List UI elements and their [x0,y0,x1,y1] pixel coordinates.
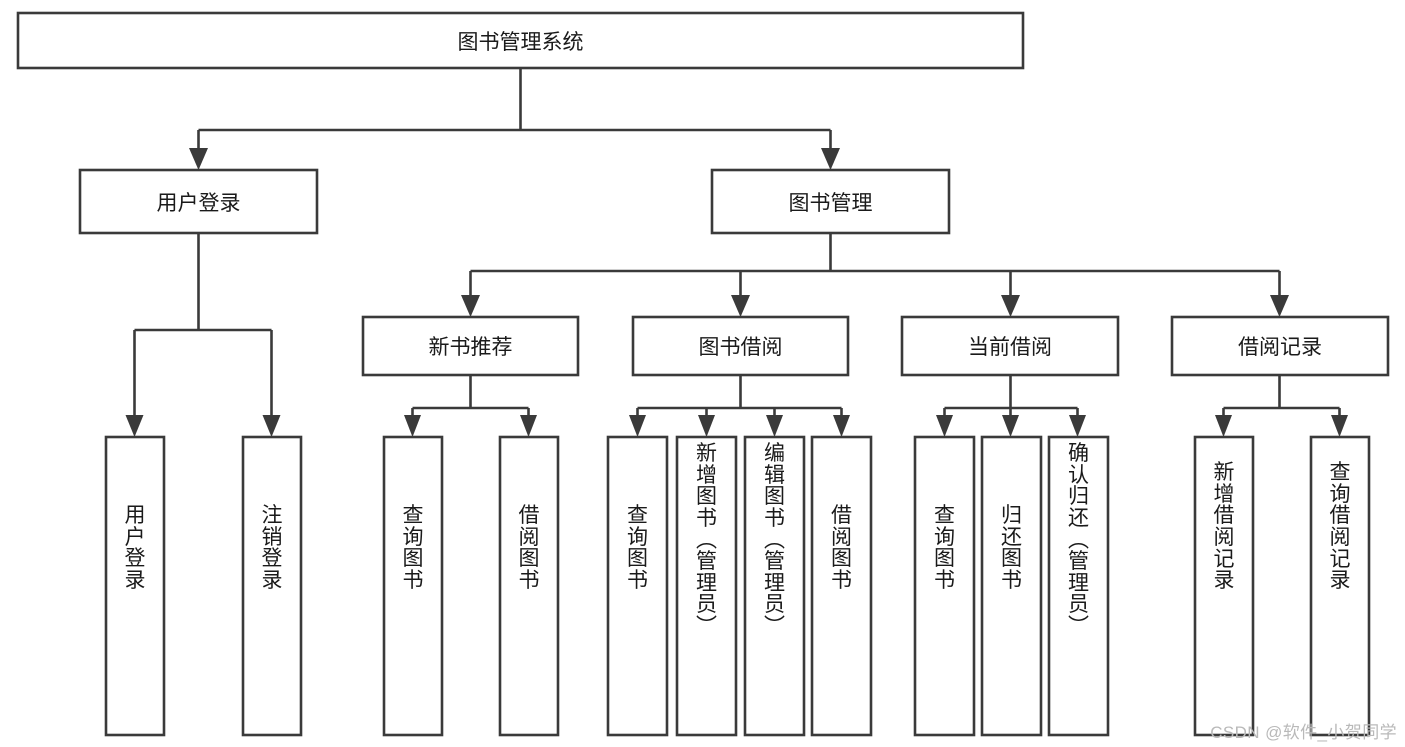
arrow-to-leaf-borrow-book-1 [520,415,537,437]
arrow-to-leaf-user-login [125,415,144,437]
leaf-query-book-2[interactable] [606,435,669,737]
arrow-to-leaf-query-book-2 [629,415,646,437]
edges-borrow-record-to-leaves [1222,375,1341,418]
leaf-borrow-book-1[interactable] [498,435,560,737]
leaf-edit-book[interactable] [743,435,806,737]
leaf-query-book-3[interactable] [913,435,976,737]
arrow-to-leaf-logout [262,415,281,437]
arrow-to-current-borrow [1001,295,1020,317]
node-book-manage[interactable] [710,168,951,235]
arrow-to-leaf-return-book [1002,415,1019,437]
node-new-book-recommend[interactable] [361,315,580,377]
node-root[interactable] [16,11,1025,70]
leaf-add-book[interactable] [675,435,738,737]
arrow-to-leaf-edit-book [766,415,783,437]
arrow-to-leaf-borrow-book-2 [833,415,850,437]
arrow-to-leaf-confirm-return [1069,415,1086,437]
csdn-watermark: CSDN @软件_小贺同学 [1210,723,1397,742]
arrow-to-new-book-recommend [461,295,480,317]
leaf-query-book-1[interactable] [382,435,444,737]
leaf-borrow-book-2[interactable] [810,435,873,737]
leaf-query-record[interactable] [1309,435,1371,737]
edges-root-to-level2 [197,68,832,152]
edges-current-borrow-to-leaves [943,375,1079,418]
arrow-to-leaf-query-book-1 [404,415,421,437]
leaf-confirm-return[interactable] [1047,435,1110,737]
node-current-borrow[interactable] [900,315,1120,377]
edges-new-book-recommend-to-leaves [411,375,530,418]
edges-book-manage-to-level3 [469,233,1281,297]
node-user-login[interactable] [78,168,319,235]
arrow-to-user-login [189,148,208,170]
arrow-to-leaf-query-book-3 [936,415,953,437]
arrow-to-book-borrow [731,295,750,317]
arrow-to-book-manage [821,148,840,170]
leaf-return-book[interactable] [980,435,1043,737]
arrow-to-leaf-query-record [1331,415,1348,437]
arrow-to-borrow-record [1270,295,1289,317]
arrow-to-leaf-add-record [1215,415,1232,437]
node-borrow-record[interactable] [1170,315,1390,377]
arrow-to-leaf-add-book [698,415,715,437]
edges-user-login-to-leaves [133,233,273,418]
edges-book-borrow-to-leaves [636,375,843,418]
leaf-user-login[interactable] [104,435,166,737]
leaf-add-record[interactable] [1193,435,1255,737]
node-book-borrow[interactable] [631,315,850,377]
leaf-logout[interactable] [241,435,303,737]
